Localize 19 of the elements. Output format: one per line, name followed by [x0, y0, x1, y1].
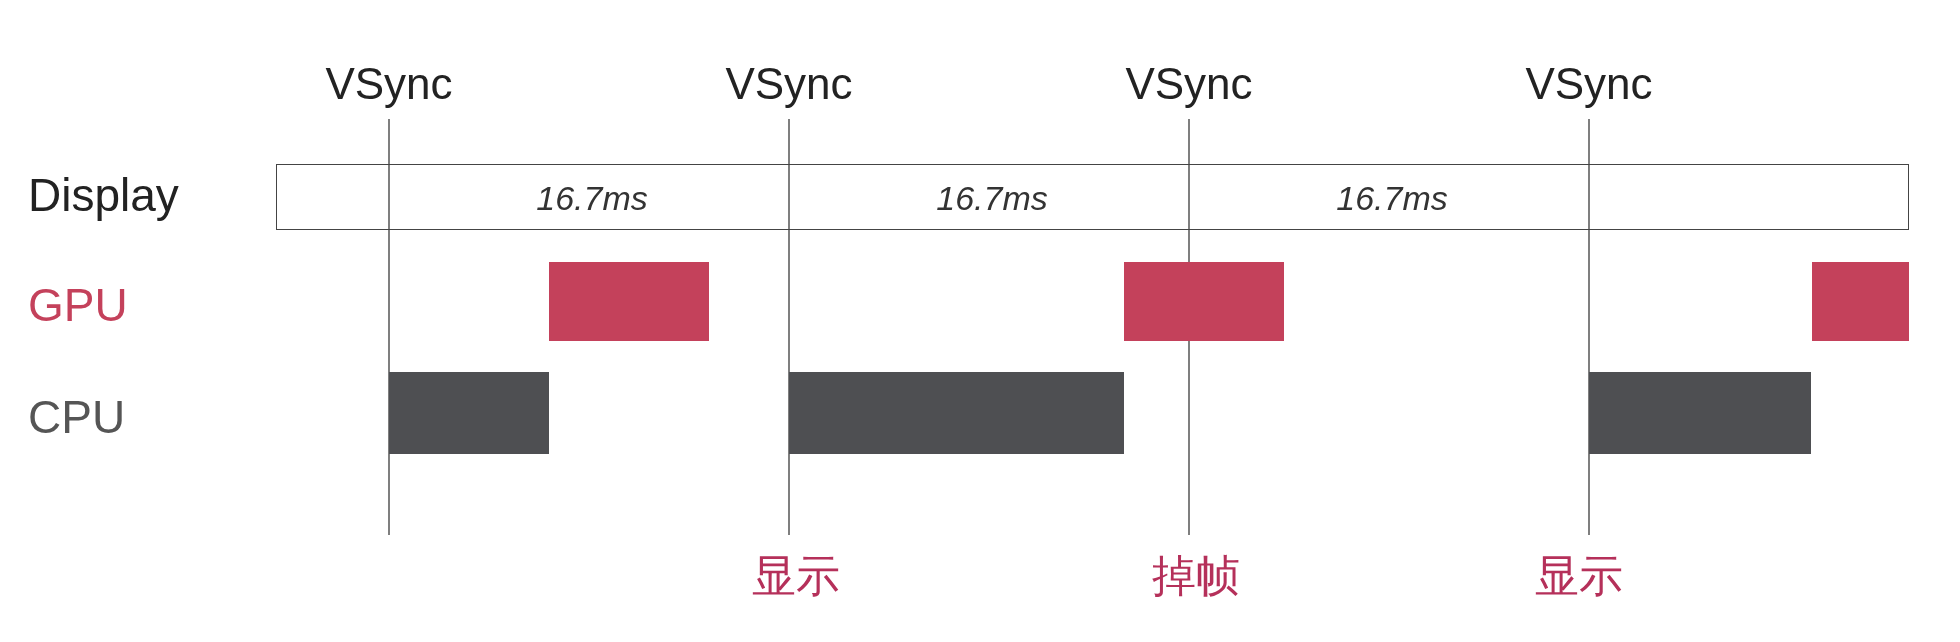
cpu-bar: [789, 372, 1124, 454]
gpu-bar: [549, 262, 709, 341]
vsync-label: VSync: [725, 62, 853, 106]
gpu-bar: [1812, 262, 1909, 341]
vsync-label: VSync: [325, 62, 453, 106]
duration-label: 16.7ms: [1335, 181, 1449, 215]
row-label: GPU: [28, 282, 128, 328]
display-bar: [276, 164, 1909, 230]
vsync-label: VSync: [1125, 62, 1253, 106]
status-label: 掉帧: [1152, 554, 1240, 598]
duration-label: 16.7ms: [535, 181, 649, 215]
status-label: 显示: [1535, 554, 1623, 598]
row-label: CPU: [28, 394, 126, 440]
cpu-bar: [1589, 372, 1811, 454]
duration-label: 16.7ms: [935, 181, 1049, 215]
gpu-bar: [1124, 262, 1284, 341]
cpu-bar: [389, 372, 549, 454]
status-label: 显示: [752, 554, 840, 598]
vsync-label: VSync: [1525, 62, 1653, 106]
